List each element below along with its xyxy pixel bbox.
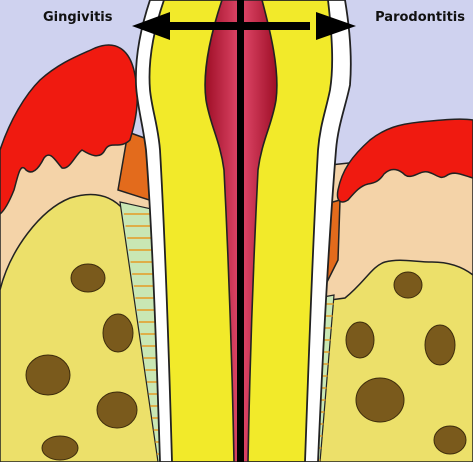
label-gingivitis: Gingivitis — [43, 10, 112, 25]
label-parodontitis: Parodontitis — [375, 10, 465, 25]
divider-line — [237, 0, 244, 462]
